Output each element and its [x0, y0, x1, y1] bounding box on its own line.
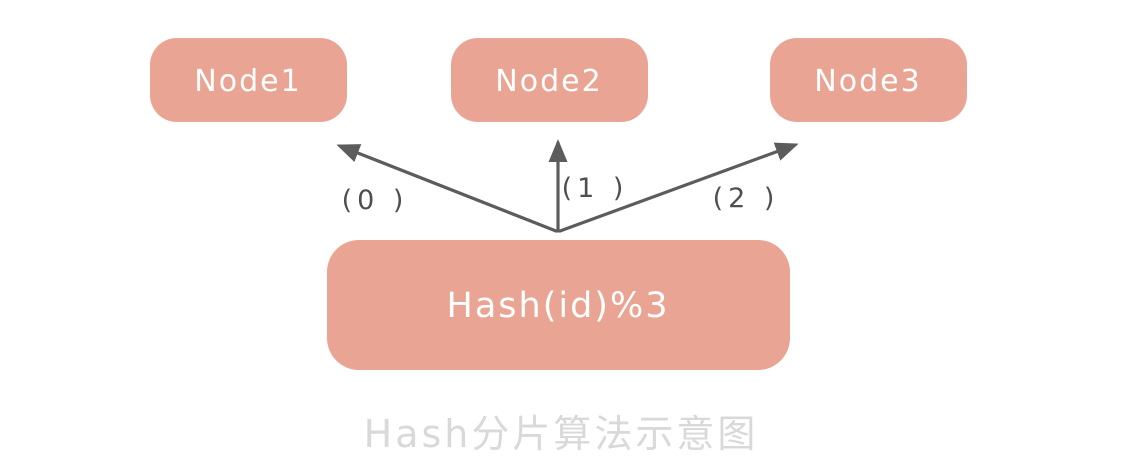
arrow-to-node1 [336, 144, 558, 233]
arrow-label-2: (2 ) [713, 183, 780, 214]
arrow-group [336, 139, 799, 233]
node-box-3: Node3 [770, 38, 967, 122]
node2-label: Node2 [495, 64, 602, 99]
hash-box-group: Hash(id)%3 [327, 240, 790, 370]
hash-box-label: Hash(id)%3 [447, 286, 670, 326]
node3-box [770, 38, 967, 122]
hash-box [327, 240, 790, 370]
diagram-caption: Hash分片算法示意图 [364, 412, 759, 456]
arrow-to-node3 [558, 142, 799, 233]
node-box-2: Node2 [451, 38, 648, 122]
arrow-label-1: (1 ) [562, 173, 629, 204]
node2-box [451, 38, 648, 122]
arrow-label-0: (0 ) [342, 185, 409, 216]
node-box-1: Node1 [150, 38, 347, 122]
node1-box [150, 38, 347, 122]
node1-label: Node1 [194, 64, 301, 99]
node3-label: Node3 [814, 64, 921, 99]
